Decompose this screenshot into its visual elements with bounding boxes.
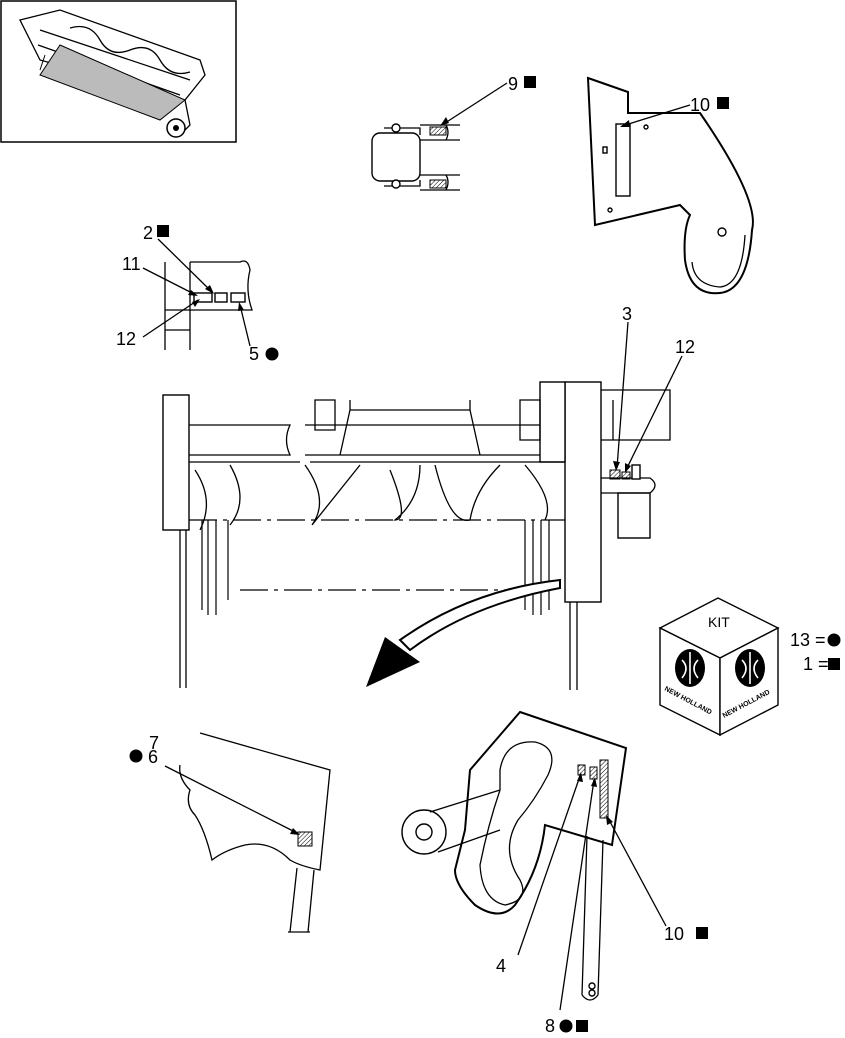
callout-11: 11 <box>122 254 141 274</box>
decal-3 <box>609 469 621 480</box>
decal-9-upper <box>429 126 447 136</box>
circle-symbol <box>265 347 279 361</box>
new-holland-leaf-logo-left <box>675 649 705 687</box>
decal-4 <box>577 764 586 776</box>
callout-12-right: 12 <box>675 337 695 357</box>
legend-circle-item: 13 = <box>790 630 826 650</box>
callout-10-bottom: 10 <box>664 924 684 944</box>
lower-right-plate-detail <box>401 710 667 1011</box>
decal-9-lower <box>429 179 447 189</box>
decal-10-bottom <box>599 759 609 819</box>
callout-5: 5 <box>249 344 259 364</box>
square-symbol <box>696 927 708 939</box>
main-machine-view <box>162 321 683 690</box>
callout-10-top: 10 <box>690 95 710 115</box>
circle-symbol <box>129 749 143 763</box>
square-symbol <box>717 97 729 109</box>
kit-box: KIT NEW HOLLAND NEW HOLLAND <box>658 597 780 737</box>
decal-2a <box>214 292 228 303</box>
hitch-detail <box>371 82 508 191</box>
kit-label: KIT <box>708 614 730 630</box>
square-symbol <box>524 76 536 88</box>
new-holland-leaf-logo-right <box>735 649 765 687</box>
callout-6: 6 <box>148 747 158 767</box>
header-machine-thumbnail <box>19 9 206 138</box>
square-symbol <box>576 1020 588 1032</box>
decal-8 <box>589 766 598 780</box>
circle-symbol <box>827 633 841 647</box>
callout-7: 7 <box>149 733 159 753</box>
callout-12-left: 12 <box>116 329 136 349</box>
circle-symbol <box>559 1019 573 1033</box>
overview-inset <box>0 0 237 143</box>
callout-2: 2 <box>143 223 153 243</box>
direction-arrow <box>366 637 420 687</box>
decal-11 <box>193 292 213 303</box>
square-symbol <box>157 225 169 237</box>
side-plate-detail <box>586 76 754 295</box>
decal-5 <box>230 292 246 303</box>
decal-12-right <box>621 471 631 480</box>
square-symbol <box>828 658 840 670</box>
legend-square-item: 1 = <box>803 654 829 674</box>
callout-4: 4 <box>496 956 506 976</box>
callout-8: 8 <box>545 1016 555 1036</box>
callout-9: 9 <box>508 74 518 94</box>
frame-corner-detail <box>142 238 253 350</box>
decal-6-7 <box>297 831 313 847</box>
lower-left-panel-detail <box>164 732 331 933</box>
callout-3: 3 <box>622 304 632 324</box>
